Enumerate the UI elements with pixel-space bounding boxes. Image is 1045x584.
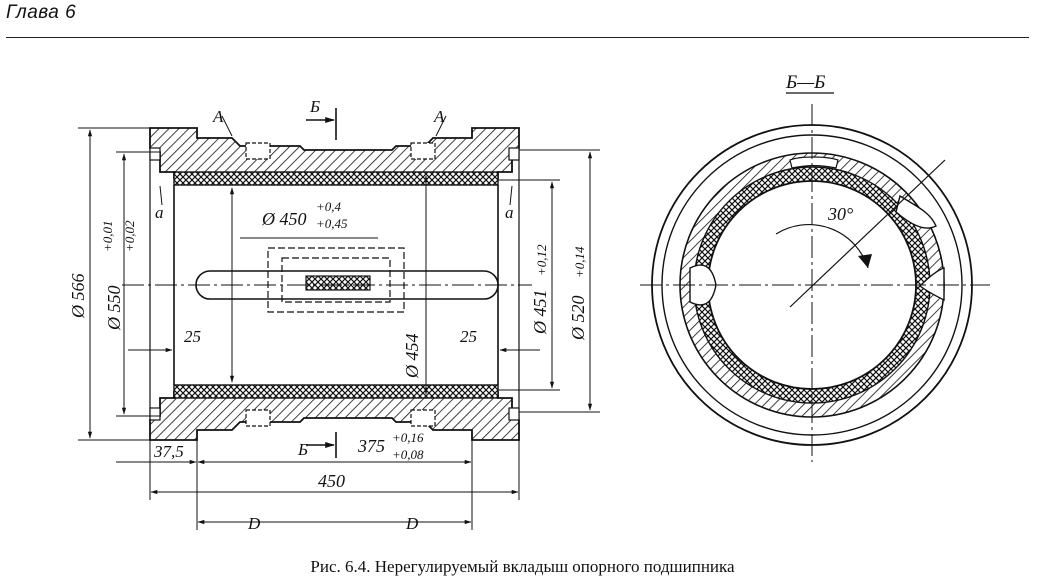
- dim-d451-tol: +0,12: [534, 244, 549, 276]
- header-rule: [6, 37, 1029, 38]
- dim-d550-tol-upper: +0,01: [100, 220, 115, 252]
- label-b-top: Б: [309, 97, 320, 116]
- shell-bottom: [149, 391, 520, 441]
- dim-w375: 375: [357, 436, 385, 456]
- dim-w25-left: 25: [184, 327, 201, 346]
- label-a-top-left: А: [212, 107, 224, 126]
- dim-d550: Ø 550: [104, 286, 124, 332]
- dim-w25-right: 25: [460, 327, 477, 346]
- dim-d520: Ø 520: [568, 296, 588, 342]
- dim-w37-5: 37,5: [153, 442, 184, 461]
- longitudinal-section: А А Б Б а а D D Ø 566 Ø 550 +0,01 +0,02 …: [68, 97, 600, 533]
- babbit-bottom: [173, 384, 499, 399]
- label-a-top-right: А: [433, 107, 445, 126]
- label-d-right: D: [405, 514, 419, 533]
- dim-d450: Ø 450: [261, 209, 307, 229]
- figure-caption: Рис. 6.4. Нерегулируемый вкладыш опорног…: [310, 557, 735, 576]
- cross-section: Б—Б 30°: [640, 72, 990, 462]
- shell-top: [149, 127, 520, 179]
- dim-d454: Ø 454: [402, 334, 422, 380]
- babbit-top: [173, 171, 499, 186]
- label-d-left: D: [247, 514, 261, 533]
- dim-w450: 450: [318, 471, 345, 491]
- angle-label: 30°: [827, 204, 853, 224]
- dim-d550-tol-lower: +0,02: [122, 220, 137, 252]
- dim-w375-tol-upper: +0,16: [392, 430, 424, 445]
- label-a-small-right: а: [505, 203, 514, 222]
- label-b-bottom: Б: [297, 440, 308, 459]
- dim-w375-tol-lower: +0,08: [392, 447, 424, 462]
- chapter-header: Глава 6: [6, 2, 77, 23]
- dim-d520-tol: +0,14: [572, 246, 587, 278]
- dim-d566: Ø 566: [68, 274, 88, 320]
- dim-d450-tol-lower: +0,45: [316, 216, 348, 231]
- dim-d451: Ø 451: [530, 290, 550, 336]
- section-title: Б—Б: [785, 72, 825, 93]
- label-a-small-left: а: [155, 203, 164, 222]
- dim-d450-tol-upper: +0,4: [316, 199, 342, 214]
